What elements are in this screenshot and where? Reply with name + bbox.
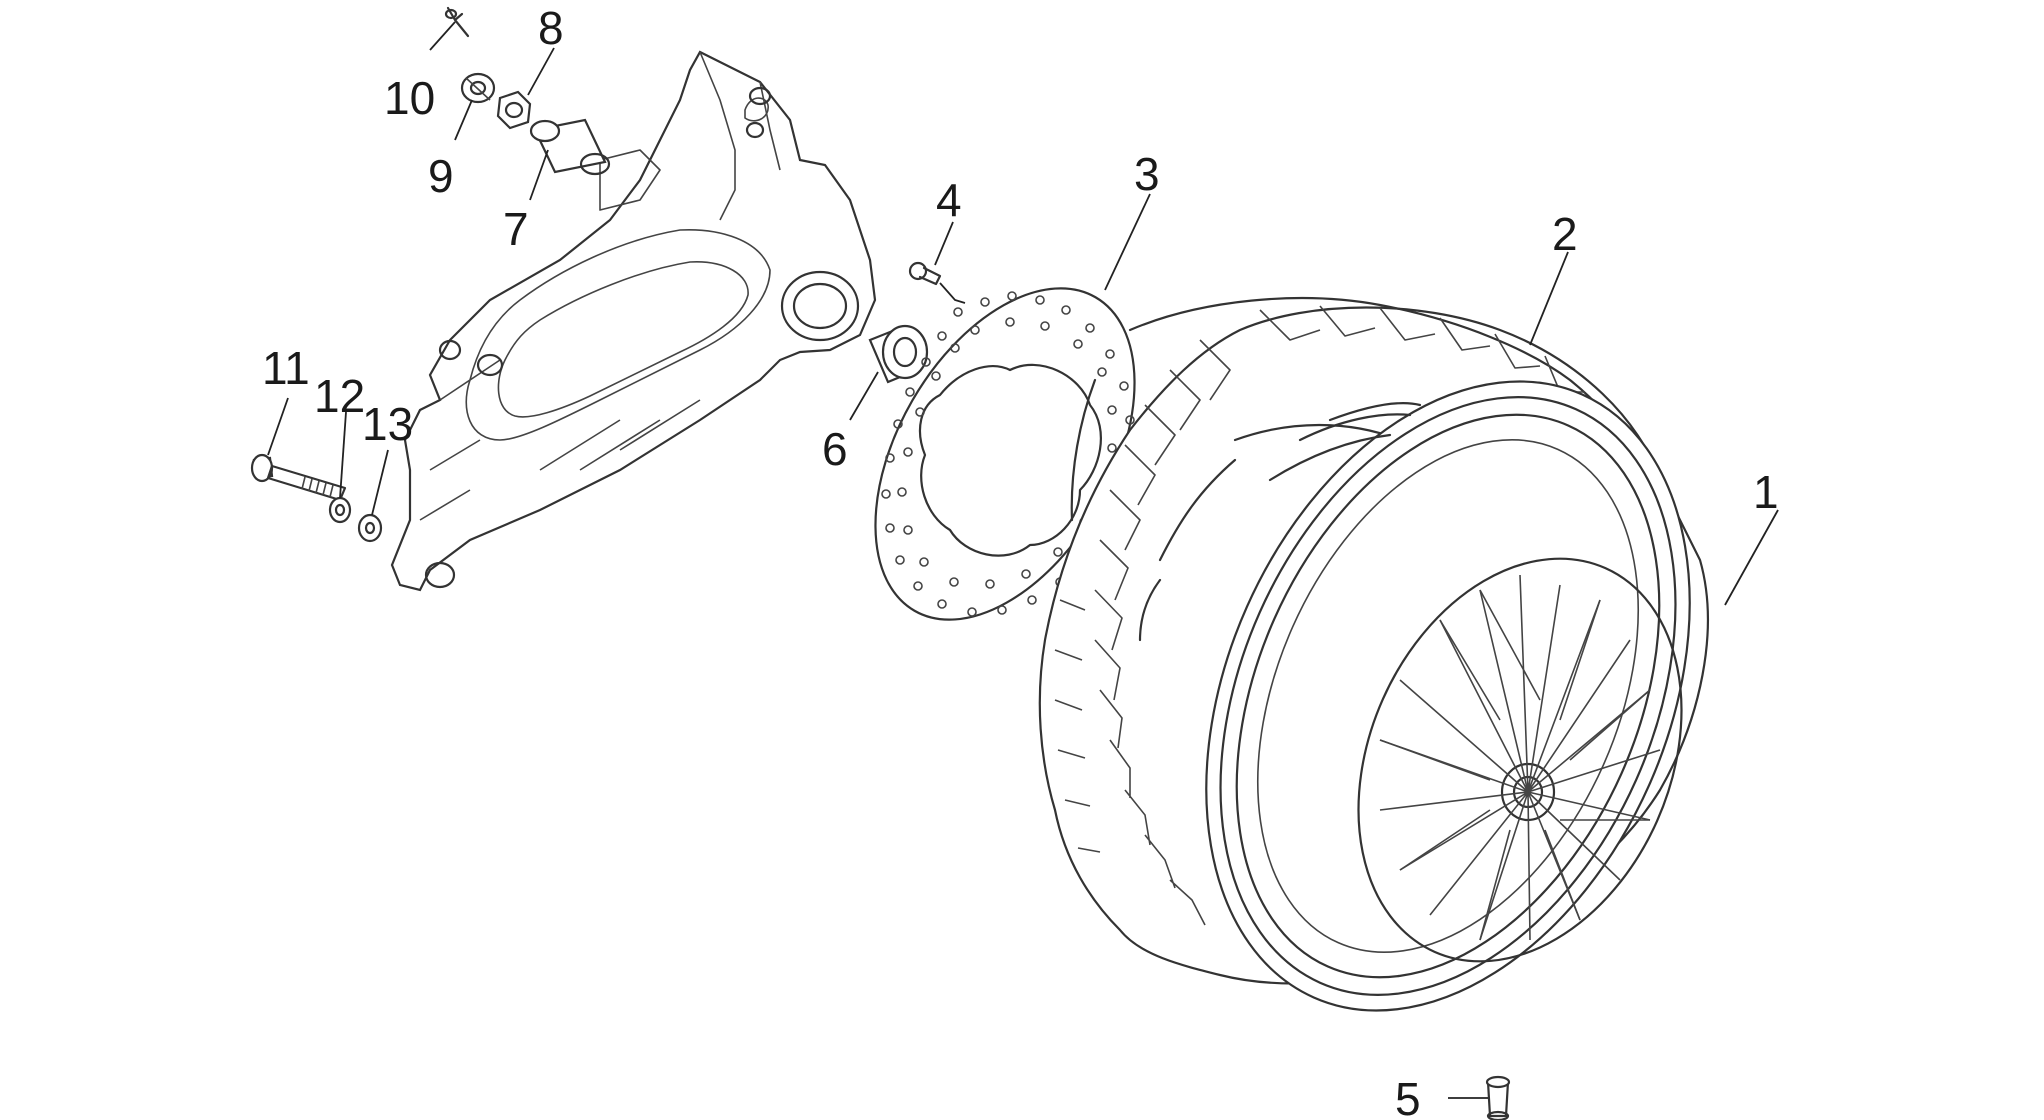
callout-2: 2 [1552, 208, 1578, 260]
washer-part-13 [357, 513, 383, 543]
nut-part-8 [496, 90, 532, 130]
callout-1: 1 [1753, 466, 1779, 518]
valve-part-5 [1485, 1075, 1511, 1120]
callout-6: 6 [822, 423, 848, 475]
callout-4: 4 [936, 174, 962, 226]
callout-13: 13 [362, 398, 413, 450]
bolt-part-11 [250, 453, 347, 502]
wheel-rim-part-1 [1205, 380, 1691, 1012]
callout-3: 3 [1134, 148, 1160, 200]
callout-9: 9 [428, 150, 454, 202]
spacer-part-7 [529, 118, 611, 176]
leader-lines [267, 21, 1779, 1099]
callout-12: 12 [314, 370, 365, 422]
screw-part-4 [908, 261, 942, 286]
callout-10: 10 [384, 72, 435, 124]
swing-arm [390, 50, 877, 592]
callout-11: 11 [262, 342, 310, 394]
callout-8: 8 [538, 2, 564, 54]
pin-part-10 [444, 6, 470, 38]
callout-5: 5 [1395, 1073, 1421, 1120]
brake-disc-part-3 [874, 287, 1136, 621]
callout-labels: 1 2 3 4 5 6 7 8 9 10 11 12 13 [262, 2, 1779, 1120]
cap-part-9 [460, 72, 496, 104]
bushing-part-6 [868, 324, 929, 384]
washer-part-12 [328, 496, 352, 524]
callout-7: 7 [503, 203, 529, 255]
